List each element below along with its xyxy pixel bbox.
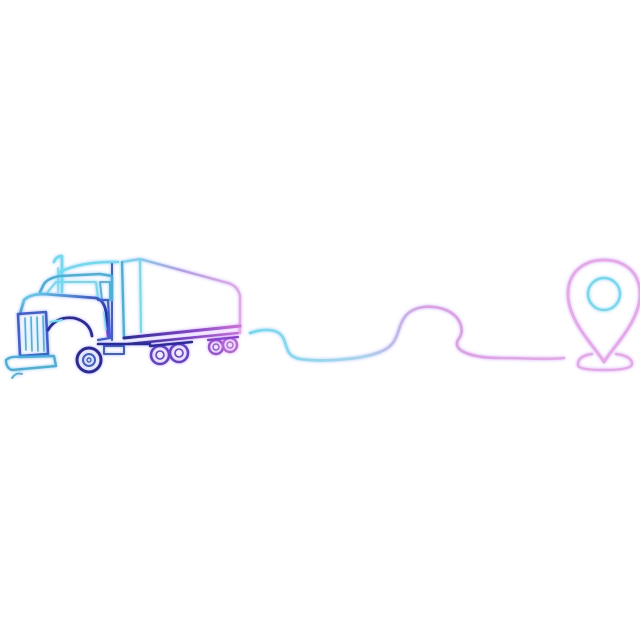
- location-pin-icon: [566, 258, 640, 372]
- semi-truck-icon: [4, 254, 242, 379]
- trailer-wheels: [148, 335, 240, 366]
- pin-base-ellipse: [576, 352, 634, 372]
- truck-cab: [4, 254, 152, 379]
- cab-wheels: [75, 346, 103, 374]
- trailer-body: [111, 257, 242, 346]
- winding-route-line: [248, 305, 566, 362]
- pin-center-ring: [586, 276, 622, 312]
